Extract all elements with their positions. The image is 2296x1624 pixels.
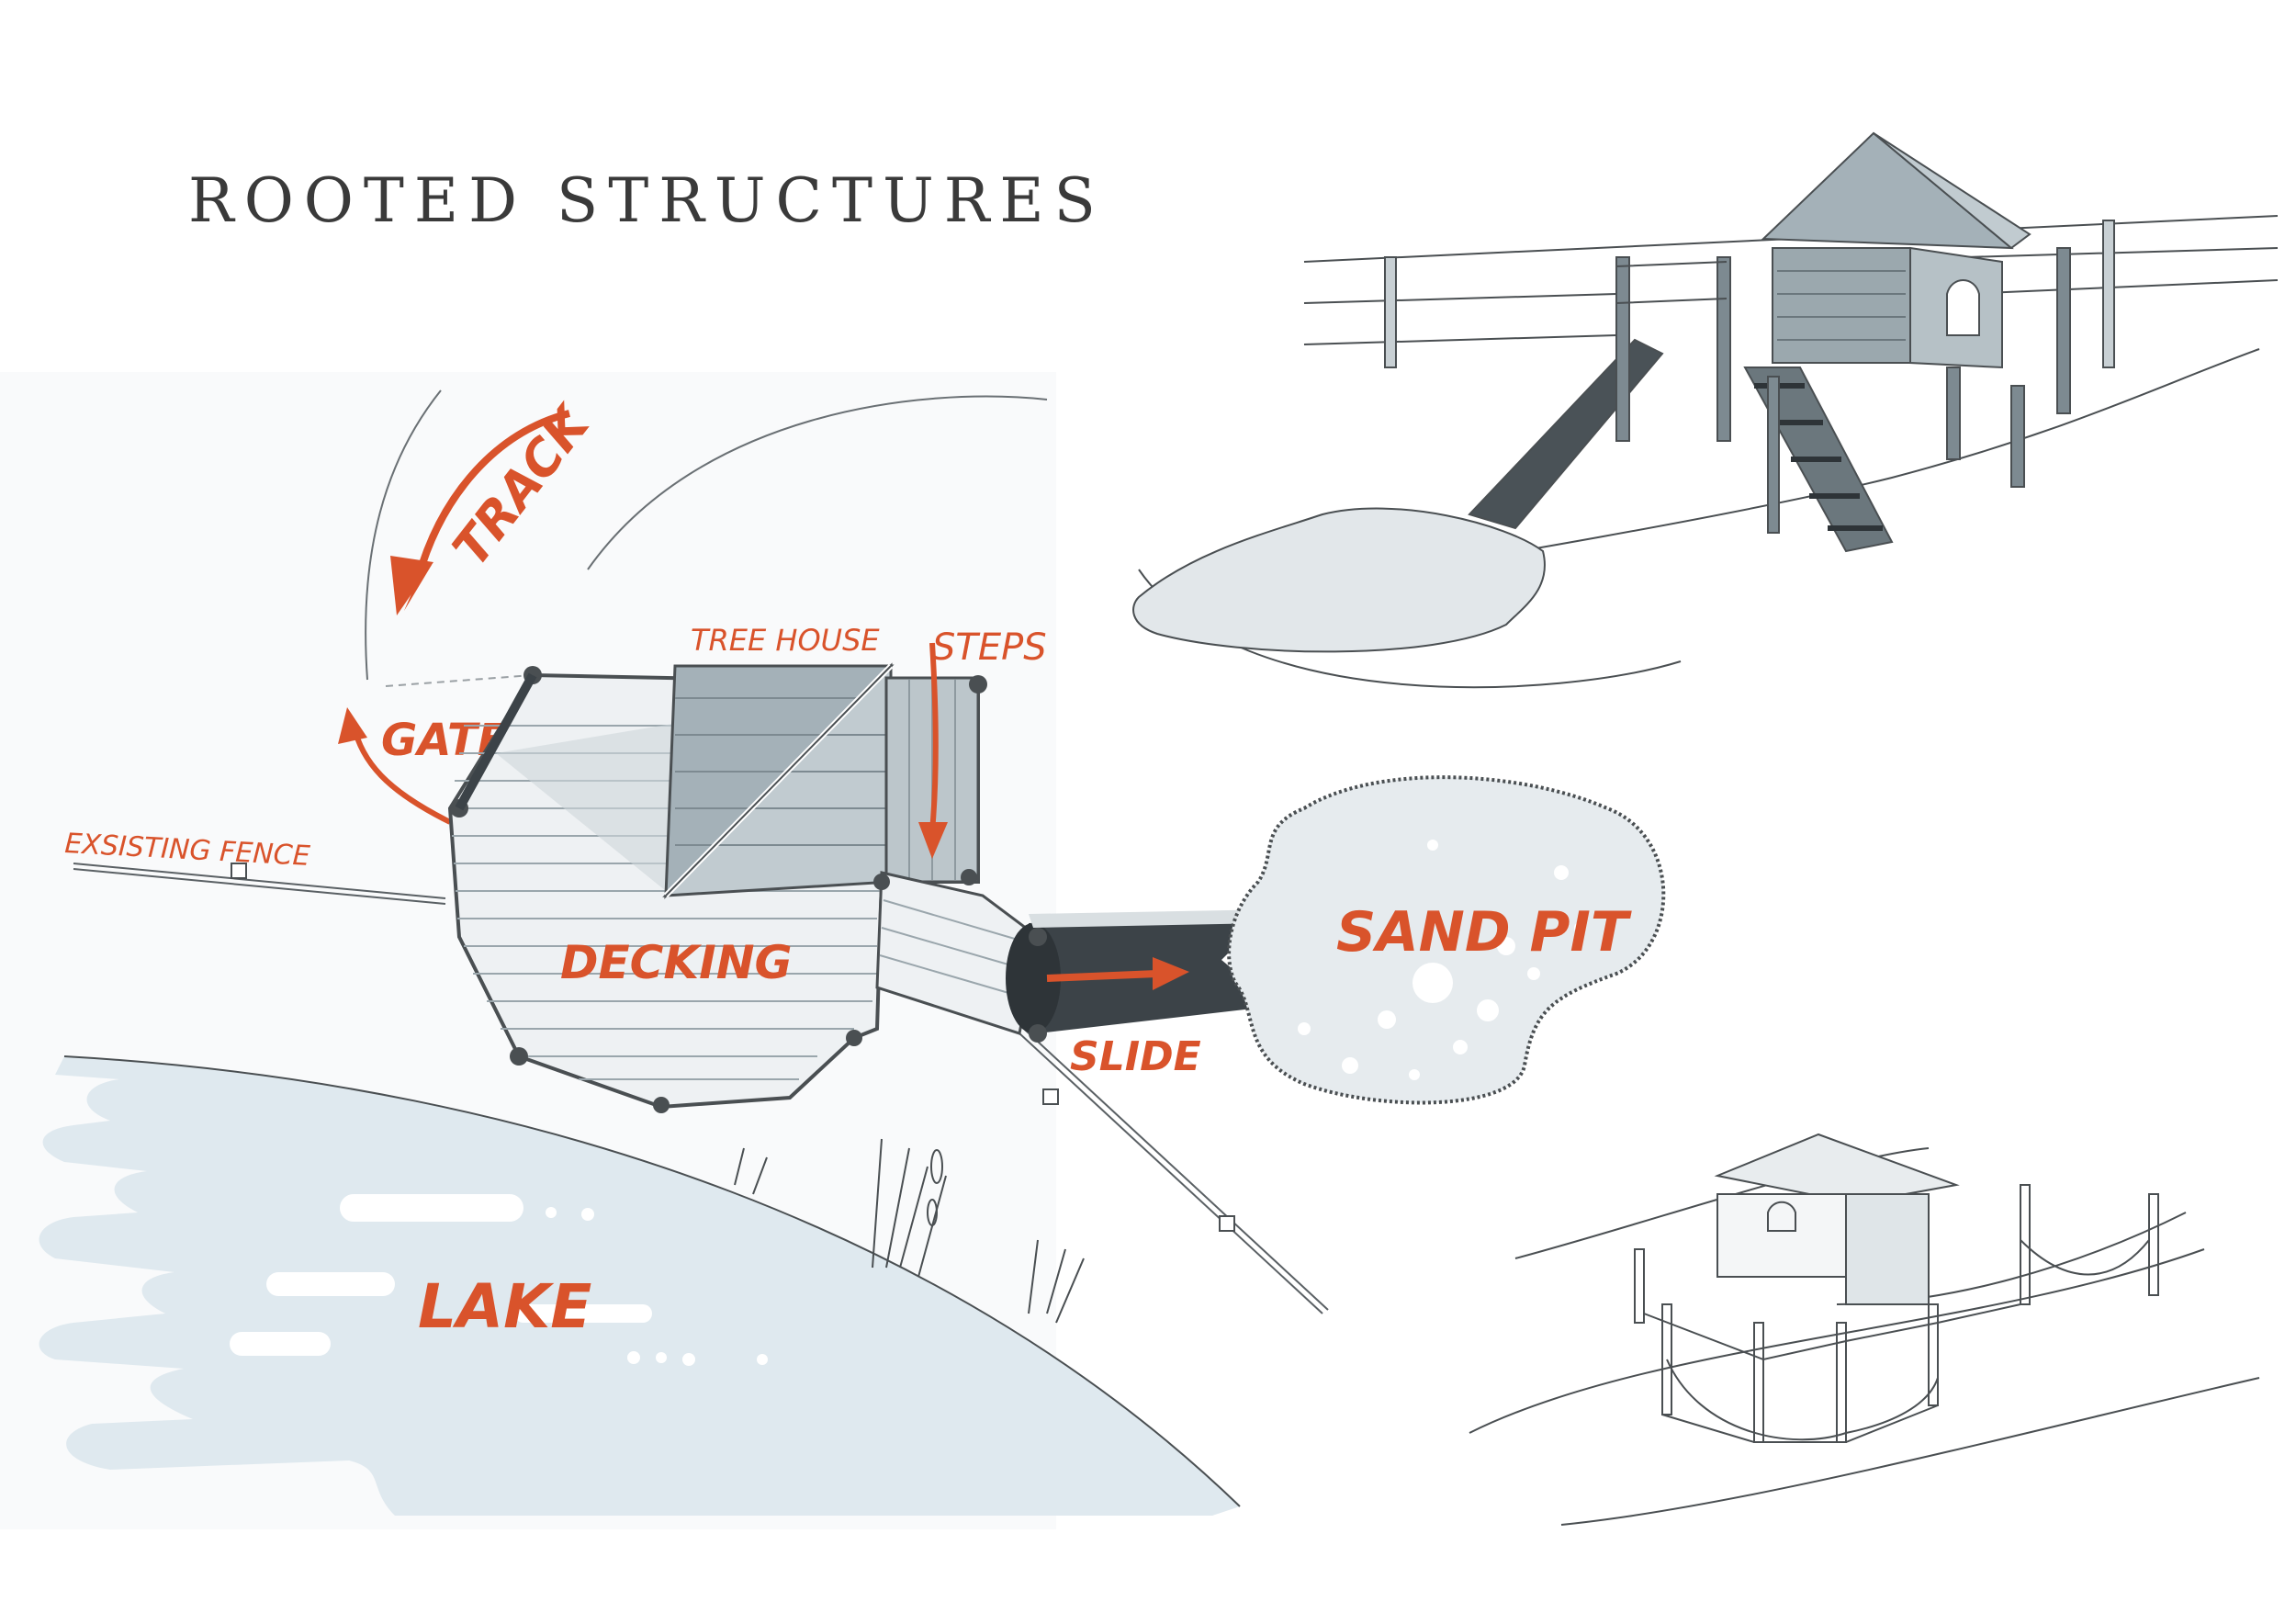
roof-shingles	[675, 697, 886, 846]
gate-swing-line	[385, 674, 534, 687]
tree-house-label: TREE HOUSE	[691, 623, 880, 658]
reeds	[734, 1138, 1085, 1324]
fence-post	[1042, 1088, 1059, 1105]
sand-dots	[1298, 840, 1585, 1080]
lake-highlights	[230, 1194, 768, 1366]
page-title: ROOTED STRUCTURES	[188, 165, 1106, 236]
deck-house-sketch	[1469, 1133, 2260, 1526]
steps-label: STEPS	[932, 626, 1047, 669]
sand-pit-label: SAND PIT	[1336, 900, 1632, 964]
steps-arrowhead	[918, 822, 948, 859]
treehouse-sketch	[1132, 131, 2279, 689]
sand-pit	[1227, 775, 1666, 1105]
slide-label: SLIDE	[1070, 1033, 1201, 1080]
existing-fence	[73, 863, 1329, 1314]
slide-arrow	[1046, 970, 1158, 982]
decking-label: DECKING	[560, 936, 793, 989]
track-arrow	[414, 410, 570, 581]
fence-post	[1219, 1215, 1235, 1232]
lake-shape	[39, 1056, 1241, 1516]
slide-arrowhead	[1153, 957, 1189, 990]
track-lines	[365, 389, 1048, 681]
lake-shoreline	[63, 1055, 1241, 1507]
lake-label: LAKE	[418, 1271, 591, 1342]
steps-arrow	[929, 642, 939, 832]
gate-arrowhead	[338, 707, 367, 744]
gate-bar	[455, 672, 537, 811]
fence-post	[231, 863, 247, 879]
